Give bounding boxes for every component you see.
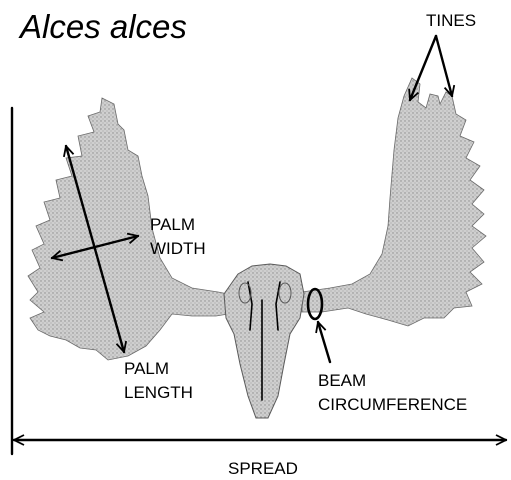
tines-arrow-right [436, 36, 452, 96]
label-tines: TINES [426, 11, 476, 30]
moose-skull [224, 264, 304, 418]
label-spread: SPREAD [228, 459, 298, 478]
tines-arrow-left [410, 36, 436, 100]
diagram-title: Alces alces [18, 8, 187, 45]
beam-pointer-arrow [318, 322, 330, 362]
right-antler-palm [302, 78, 486, 326]
label-beam-line1: BEAM [318, 371, 366, 390]
label-palm-width-line1: PALM [150, 215, 195, 234]
left-antler-palm [28, 98, 240, 360]
label-palm-width-line2: WIDTH [150, 239, 206, 258]
label-beam-line2: CIRCUMFERENCE [318, 395, 467, 414]
label-palm-length-line1: PALM [124, 359, 169, 378]
label-palm-length-line2: LENGTH [124, 383, 193, 402]
